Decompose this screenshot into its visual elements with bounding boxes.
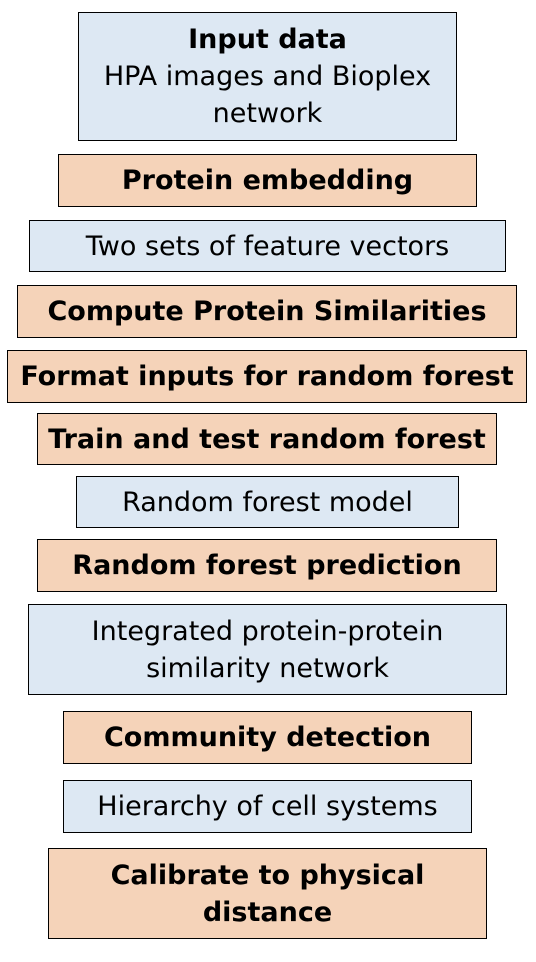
random-forest-prediction-box: Random forest prediction (37, 539, 497, 592)
input-data-line-2: network (212, 98, 323, 129)
compute-similarities-label: Compute Protein Similarities (47, 296, 487, 327)
cell-systems-label: Hierarchy of cell systems (97, 791, 438, 822)
format-inputs-label: Format inputs for random forest (20, 361, 514, 392)
similarity-network-line-2: similarity network (146, 652, 389, 684)
train-test-label: Train and test random forest (48, 423, 486, 455)
feature-vectors-box: Two sets of feature vectors (29, 220, 506, 272)
similarity-network-line-1: Integrated protein-protein (91, 615, 444, 647)
calibrate-distance-line-1: Calibrate to physical (110, 859, 425, 891)
protein-embedding-box: Protein embedding (58, 154, 477, 207)
community-detection-label: Community detection (103, 722, 432, 753)
random-forest-model-label: Random forest model (122, 486, 413, 518)
input-data-title: Input data (188, 24, 347, 55)
calibrate-distance-box: Calibrate to physical distance (48, 848, 487, 939)
format-inputs-box: Format inputs for random forest (7, 350, 527, 403)
protein-embedding-label: Protein embedding (121, 165, 414, 196)
similarity-network-box: Integrated protein-protein similarity ne… (28, 604, 507, 695)
feature-vectors-label: Two sets of feature vectors (85, 230, 450, 262)
input-data-line-1: HPA images and Bioplex (103, 61, 432, 92)
train-test-box: Train and test random forest (37, 413, 497, 465)
random-forest-prediction-label: Random forest prediction (72, 550, 462, 581)
random-forest-model-box: Random forest model (76, 476, 459, 528)
compute-similarities-box: Compute Protein Similarities (17, 285, 517, 338)
input-data-box: Input data HPA images and Bioplex networ… (78, 12, 457, 141)
cell-systems-box: Hierarchy of cell systems (63, 780, 472, 833)
community-detection-box: Community detection (63, 711, 472, 764)
calibrate-distance-line-2: distance (202, 896, 333, 928)
